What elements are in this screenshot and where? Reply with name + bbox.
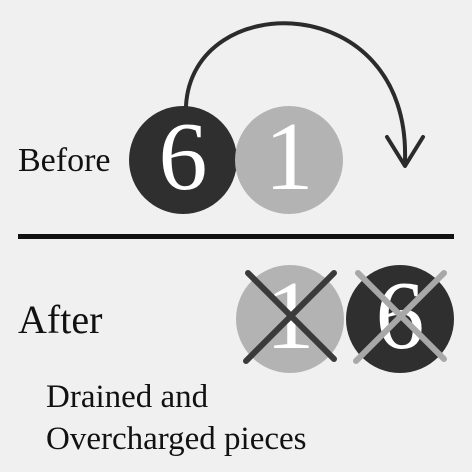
before-piece-light-value: 1 xyxy=(264,103,314,211)
caption-line-2: Overcharged pieces xyxy=(46,421,307,457)
caption-line-1: Drained and xyxy=(46,379,209,415)
before-piece-light: 1 xyxy=(235,106,343,214)
after-label: After xyxy=(18,297,103,342)
caption: Drained and Overcharged pieces xyxy=(46,376,307,460)
after-piece-light-value: 1 xyxy=(265,262,315,370)
after-piece-dark: 6 xyxy=(346,265,454,373)
after-piece-dark-value: 6 xyxy=(375,262,425,370)
before-piece-dark-value: 6 xyxy=(158,103,208,211)
after-piece-light: 1 xyxy=(236,265,344,373)
divider-line xyxy=(18,234,454,239)
before-piece-dark: 6 xyxy=(129,106,237,214)
before-label: Before xyxy=(18,142,111,179)
